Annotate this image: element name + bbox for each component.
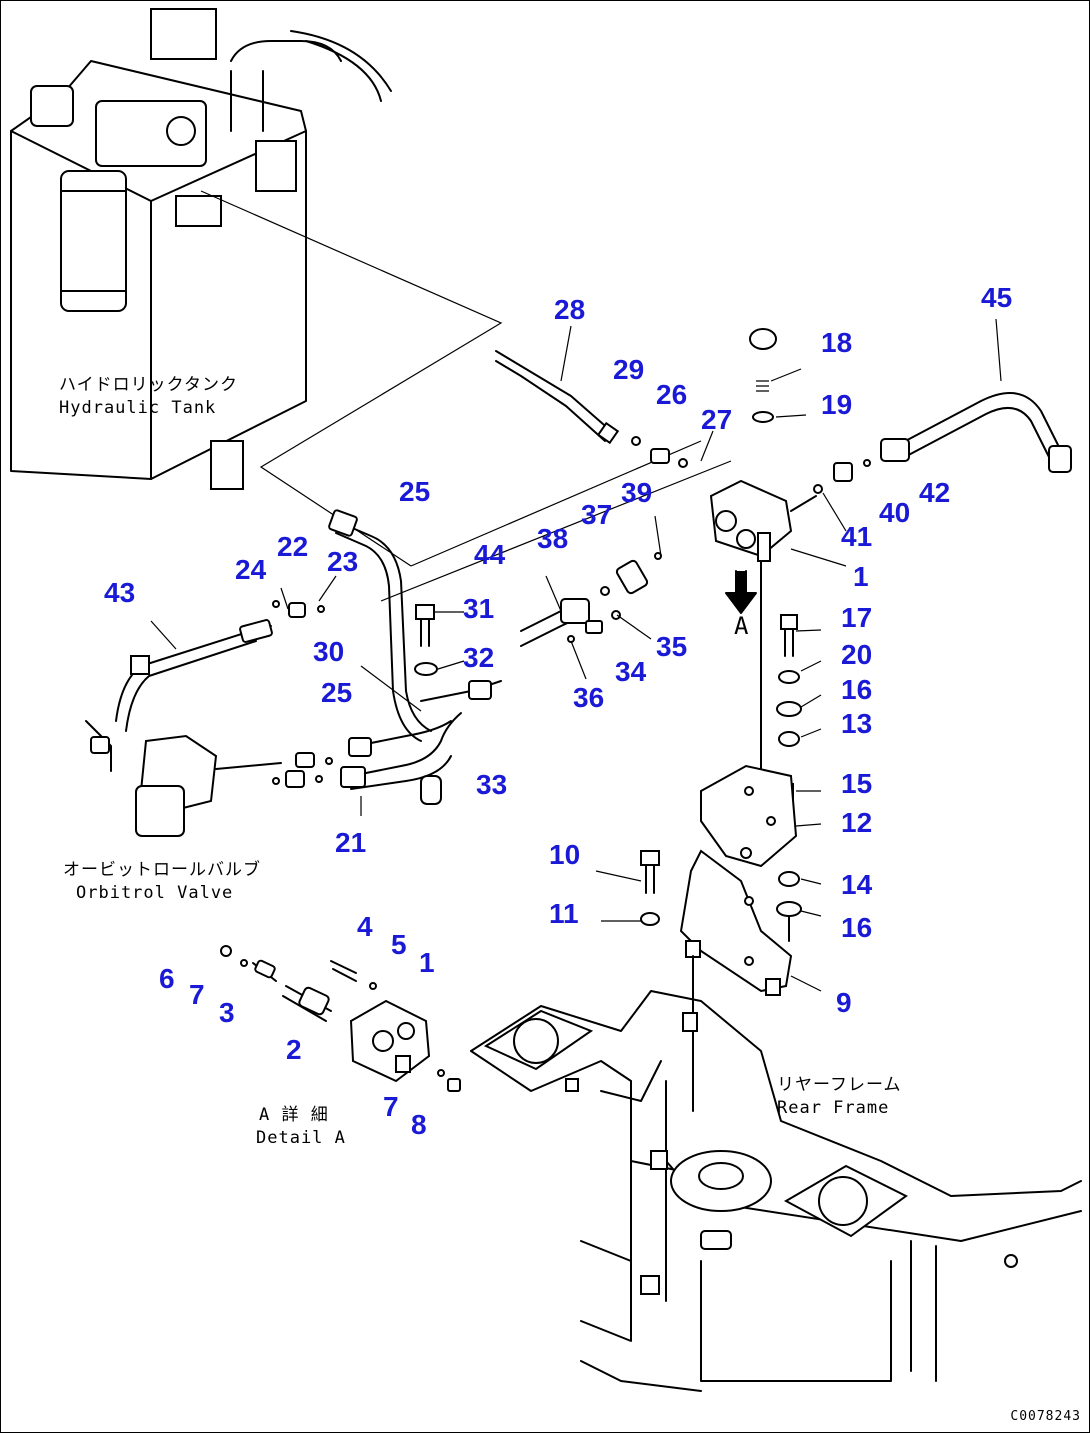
callout-18: 18 [821, 327, 853, 358]
tank-label-jp: ハイドロリックタンク [59, 375, 238, 395]
callout-33: 33 [476, 769, 508, 800]
callout-17: 17 [841, 602, 873, 633]
callout-28: 28 [554, 294, 586, 325]
callout-11: 11 [549, 898, 579, 929]
bolt-17-stack [776, 614, 802, 801]
callout-32: 32 [463, 642, 495, 673]
callout-20: 20 [841, 639, 873, 670]
hose-44 [520, 598, 621, 647]
callout-14: 14 [841, 869, 873, 900]
callout-31: 31 [463, 593, 495, 624]
callout-2: 2 [286, 1034, 302, 1065]
detail-label-en: Detail A [256, 1128, 346, 1148]
callout-6: 6 [159, 963, 175, 994]
callout-4: 4 [357, 911, 373, 942]
bolt-10 [640, 850, 660, 926]
callout-38: 38 [537, 523, 569, 554]
callout-22: 22 [277, 531, 309, 562]
callout-41: 41 [841, 521, 873, 552]
callout-8: 8 [411, 1109, 427, 1140]
bracket-12 [700, 764, 798, 868]
cap-18 [749, 328, 777, 423]
hose-45 [813, 392, 1072, 494]
callout-44: 44 [474, 539, 506, 570]
callout-25-upper: 25 [399, 476, 431, 507]
callout-21: 21 [335, 827, 367, 858]
callout-36: 36 [573, 682, 605, 713]
callout-7-left: 7 [189, 979, 205, 1010]
callout-1-detail: 1 [419, 947, 435, 978]
callout-39: 39 [621, 477, 653, 508]
view-marker-a: A [734, 612, 750, 640]
callout-23: 23 [327, 546, 359, 577]
rear-frame [470, 990, 1082, 1392]
leader-lines [150, 318, 1002, 992]
callout-9: 9 [836, 987, 852, 1018]
callout-7-right: 7 [383, 1091, 399, 1122]
callout-35: 35 [656, 631, 688, 662]
callout-26: 26 [656, 379, 688, 410]
callout-13: 13 [841, 708, 873, 739]
drawing-code: C0078243 [1010, 1409, 1081, 1424]
detail-a-assembly [220, 945, 461, 1092]
orbitrol-label-jp: オービットロールバルブ [63, 860, 261, 880]
callout-40: 40 [879, 497, 911, 528]
callout-27: 27 [701, 404, 733, 435]
callout-24: 24 [235, 554, 267, 585]
hose-28 [495, 350, 688, 468]
callout-15: 15 [841, 768, 873, 799]
callout-16-upper: 16 [841, 674, 873, 705]
tank-label-en: Hydraulic Tank [59, 398, 217, 418]
callout-45: 45 [981, 282, 1013, 313]
callout-1-main: 1 [853, 561, 869, 592]
detail-label-jp: A 詳 細 [259, 1105, 329, 1125]
hoses-25 [328, 509, 502, 805]
callout-42: 42 [919, 477, 951, 508]
callout-25-lower: 25 [321, 677, 353, 708]
callout-19: 19 [821, 389, 853, 420]
bolt-31 [414, 604, 438, 676]
callout-5: 5 [391, 929, 407, 960]
callout-37: 37 [581, 499, 613, 530]
callout-16-lower: 16 [841, 912, 873, 943]
rear-frame-label-jp: リヤーフレーム [777, 1075, 902, 1095]
orbitrol-valve [85, 600, 333, 837]
rear-frame-label-en: Rear Frame [777, 1098, 890, 1118]
bracket-9 [679, 849, 793, 1112]
callout-12: 12 [841, 807, 873, 838]
callout-30: 30 [313, 636, 345, 667]
callout-34: 34 [615, 656, 647, 687]
callout-3: 3 [219, 997, 235, 1028]
callout-10: 10 [549, 839, 581, 870]
washers-lower [776, 871, 802, 942]
orbitrol-label-en: Orbitrol Valve [76, 883, 234, 903]
hydraulic-tank [10, 8, 392, 490]
callout-43: 43 [104, 577, 136, 608]
callout-29: 29 [613, 354, 645, 385]
fittings-37-39 [600, 552, 662, 596]
